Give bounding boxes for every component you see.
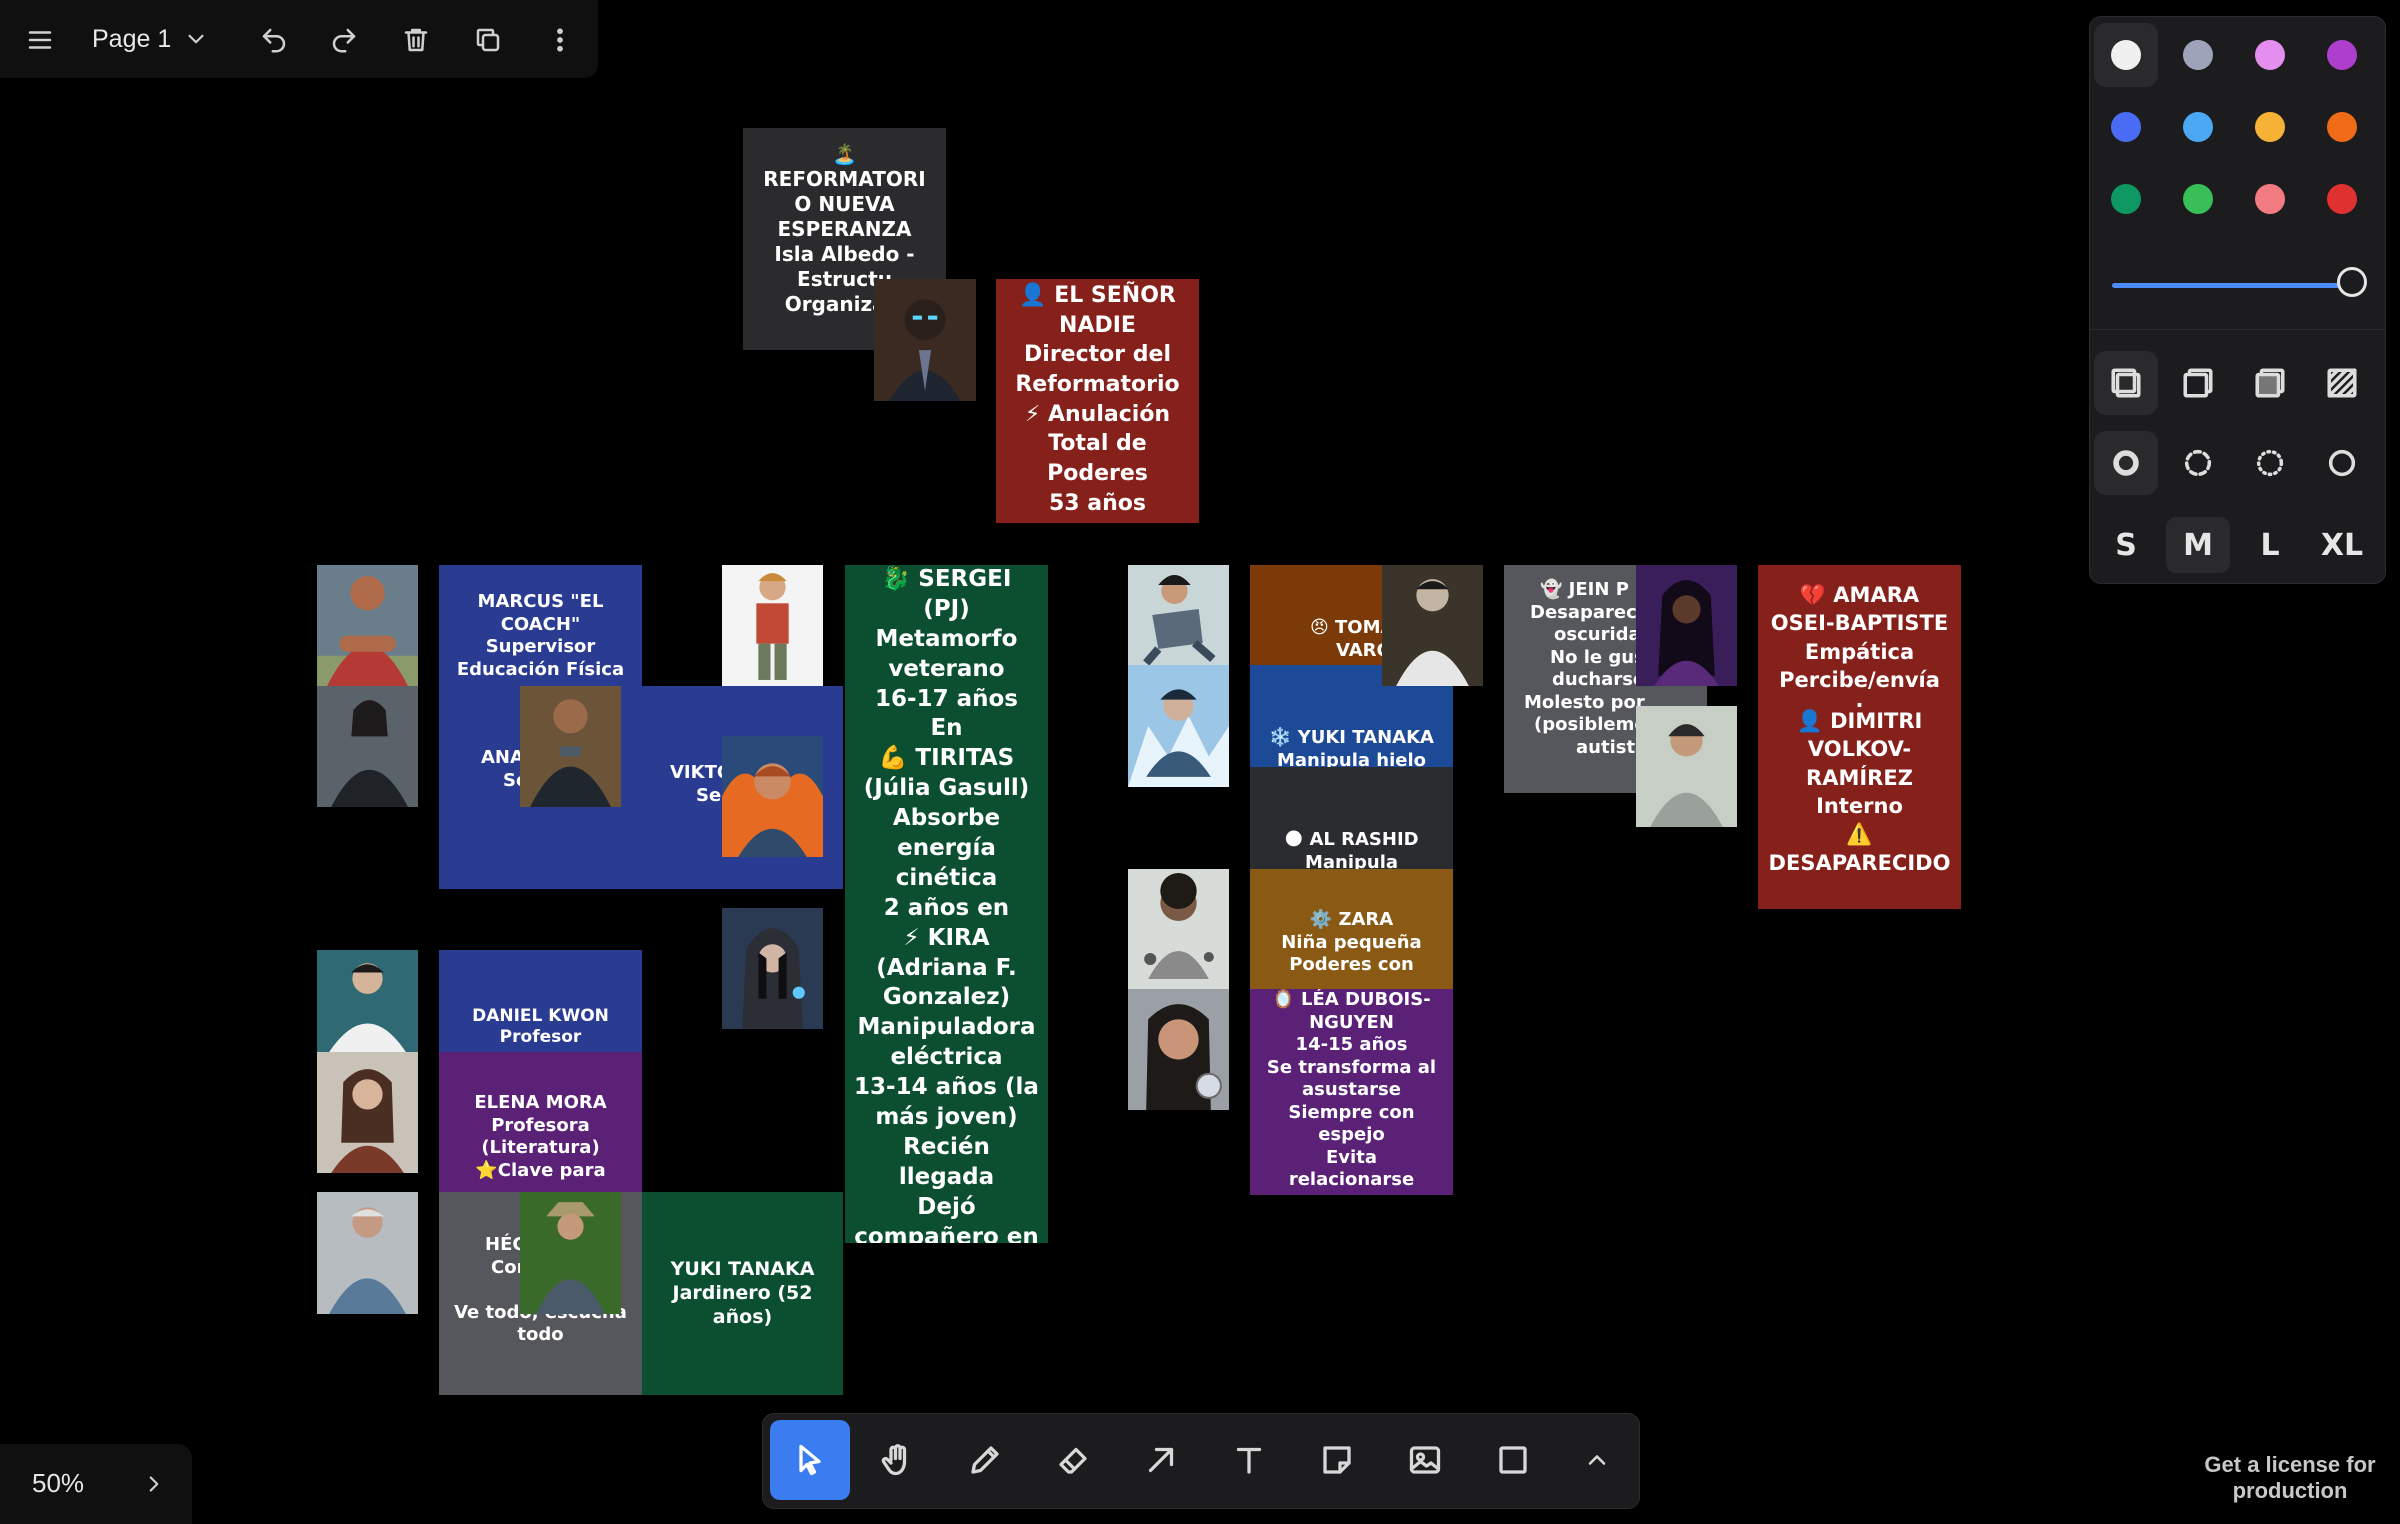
portrait-lea[interactable] bbox=[1128, 989, 1229, 1110]
style-panel: S M L XL bbox=[2089, 16, 2386, 584]
note-sergei[interactable]: 🐉 SERGEI (PJ) Metamorfo veterano 16-17 a… bbox=[845, 565, 1048, 1243]
color-swatch[interactable] bbox=[2327, 40, 2357, 70]
portrait-director[interactable] bbox=[874, 279, 976, 401]
more-tools-button[interactable] bbox=[1557, 1420, 1637, 1500]
chevron-down-icon bbox=[183, 26, 209, 52]
portrait-ice-boy[interactable] bbox=[1128, 665, 1229, 787]
undo-icon[interactable] bbox=[252, 20, 296, 60]
divider bbox=[2090, 329, 2385, 330]
opacity-slider[interactable] bbox=[2112, 267, 2367, 297]
text-tool[interactable] bbox=[1209, 1420, 1289, 1500]
size-m-button[interactable]: M bbox=[2166, 517, 2230, 573]
hamburger-menu-icon[interactable] bbox=[18, 20, 62, 60]
note-amara-dimitri[interactable]: 💔 AMARA OSEI-BAPTISTE Empática Percibe/e… bbox=[1758, 565, 1961, 909]
redo-icon[interactable] bbox=[322, 20, 366, 60]
rectangle-tool[interactable] bbox=[1473, 1420, 1553, 1500]
color-swatch[interactable] bbox=[2111, 40, 2141, 70]
fill-none-icon[interactable] bbox=[2094, 351, 2158, 415]
size-s-button[interactable]: S bbox=[2115, 527, 2137, 563]
color-swatch[interactable] bbox=[2111, 112, 2141, 142]
portrait-zara[interactable] bbox=[1128, 869, 1229, 989]
color-swatch[interactable] bbox=[2183, 184, 2213, 214]
portrait-jein[interactable] bbox=[1636, 565, 1737, 686]
note-elena-mora[interactable]: ELENA MORA Profesora (Literatura) ⭐Clave… bbox=[439, 1052, 642, 1192]
portrait-boy-fire[interactable] bbox=[722, 736, 823, 857]
portrait-boy-red[interactable] bbox=[722, 565, 823, 686]
pencil-icon bbox=[971, 1446, 999, 1474]
stroke-dashed-icon[interactable] bbox=[2166, 431, 2230, 495]
fill-solid-icon[interactable] bbox=[2238, 351, 2302, 415]
stroke-dotted-icon[interactable] bbox=[2238, 431, 2302, 495]
more-options-icon[interactable] bbox=[538, 20, 582, 60]
page-selector[interactable]: Page 1 bbox=[92, 16, 209, 62]
note-senor-nadie[interactable]: 👤 EL SEÑOR NADIE Director del Reformator… bbox=[996, 279, 1199, 523]
color-swatch[interactable] bbox=[2183, 112, 2213, 142]
portrait-ana[interactable] bbox=[317, 686, 418, 807]
opacity-fill bbox=[2112, 283, 2352, 288]
arrow-icon bbox=[1148, 1447, 1174, 1473]
fill-semi-icon[interactable] bbox=[2166, 351, 2230, 415]
color-swatch[interactable] bbox=[2327, 112, 2357, 142]
arrow-tool[interactable] bbox=[1121, 1420, 1201, 1500]
select-tool[interactable] bbox=[770, 1420, 850, 1500]
color-swatch[interactable] bbox=[2183, 40, 2213, 70]
zoom-level[interactable]: 50% bbox=[32, 1468, 85, 1498]
color-swatch[interactable] bbox=[2255, 184, 2285, 214]
trash-icon[interactable] bbox=[394, 20, 438, 60]
fill-pattern-icon[interactable] bbox=[2310, 351, 2374, 415]
rectangle-icon bbox=[1499, 1446, 1527, 1474]
size-xl-button[interactable]: XL bbox=[2320, 527, 2364, 563]
note-reformatorio[interactable]: 🏝️ REFORMATORI O NUEVA ESPERANZA Isla Al… bbox=[743, 128, 946, 350]
image-tool[interactable] bbox=[1385, 1420, 1465, 1500]
portrait-marcus[interactable] bbox=[317, 565, 418, 686]
opacity-thumb[interactable] bbox=[2337, 267, 2367, 297]
bottom-toolbar bbox=[762, 1413, 1640, 1509]
zoom-panel: 50% bbox=[0, 1444, 192, 1524]
portrait-tomas[interactable] bbox=[1382, 565, 1483, 686]
portrait-hector[interactable] bbox=[317, 1192, 418, 1314]
portrait-dimitri[interactable] bbox=[1636, 706, 1737, 827]
draw-tool[interactable] bbox=[945, 1420, 1025, 1500]
portrait-girl-hood[interactable] bbox=[722, 908, 823, 1029]
color-swatch[interactable] bbox=[2111, 184, 2141, 214]
sticky-note-icon bbox=[1323, 1446, 1351, 1474]
eraser-tool[interactable] bbox=[1033, 1420, 1113, 1500]
eraser-icon bbox=[1059, 1447, 1087, 1474]
size-l-button[interactable]: L bbox=[2260, 527, 2280, 563]
note-al-rashid[interactable]: 🌑 AL RASHID Manipula bbox=[1250, 767, 1453, 869]
note-tool[interactable] bbox=[1297, 1420, 1377, 1500]
note-daniel-kwon[interactable]: DANIEL KWON Profesor bbox=[439, 950, 642, 1052]
text-icon bbox=[1236, 1447, 1262, 1474]
note-ana-label: ANA bbox=[481, 747, 524, 768]
license-link[interactable]: Get a license for production bbox=[2204, 1452, 2376, 1504]
portrait-elena[interactable] bbox=[317, 1052, 418, 1173]
stroke-solid-icon[interactable] bbox=[2310, 431, 2374, 495]
hand-tool[interactable] bbox=[857, 1420, 937, 1500]
pointer-icon bbox=[799, 1444, 821, 1476]
hand-icon bbox=[881, 1444, 907, 1476]
top-menu-bar: Page 1 bbox=[0, 0, 598, 78]
chevron-right-icon[interactable] bbox=[136, 1464, 172, 1504]
portrait-daniel[interactable] bbox=[317, 950, 418, 1052]
duplicate-icon[interactable] bbox=[466, 20, 510, 60]
image-icon bbox=[1409, 1446, 1441, 1474]
note-yuki-tanaka-gardener[interactable]: YUKI TANAKA Jardinero (52 años) bbox=[642, 1192, 843, 1395]
color-swatch[interactable] bbox=[2327, 184, 2357, 214]
portrait-guard[interactable] bbox=[520, 686, 621, 807]
portrait-runner[interactable] bbox=[1128, 565, 1229, 665]
chevron-up-icon bbox=[1588, 1455, 1606, 1465]
note-zara[interactable]: ⚙️ ZARA Niña pequeña Poderes con bbox=[1250, 869, 1453, 989]
color-swatch[interactable] bbox=[2255, 40, 2285, 70]
color-swatch[interactable] bbox=[2255, 112, 2285, 142]
stroke-draw-icon[interactable] bbox=[2094, 431, 2158, 495]
portrait-gardener[interactable] bbox=[520, 1192, 621, 1314]
page-label: Page 1 bbox=[92, 24, 172, 53]
note-lea[interactable]: 🪞 LÉA DUBOIS- NGUYEN 14-15 años Se trans… bbox=[1250, 989, 1453, 1195]
